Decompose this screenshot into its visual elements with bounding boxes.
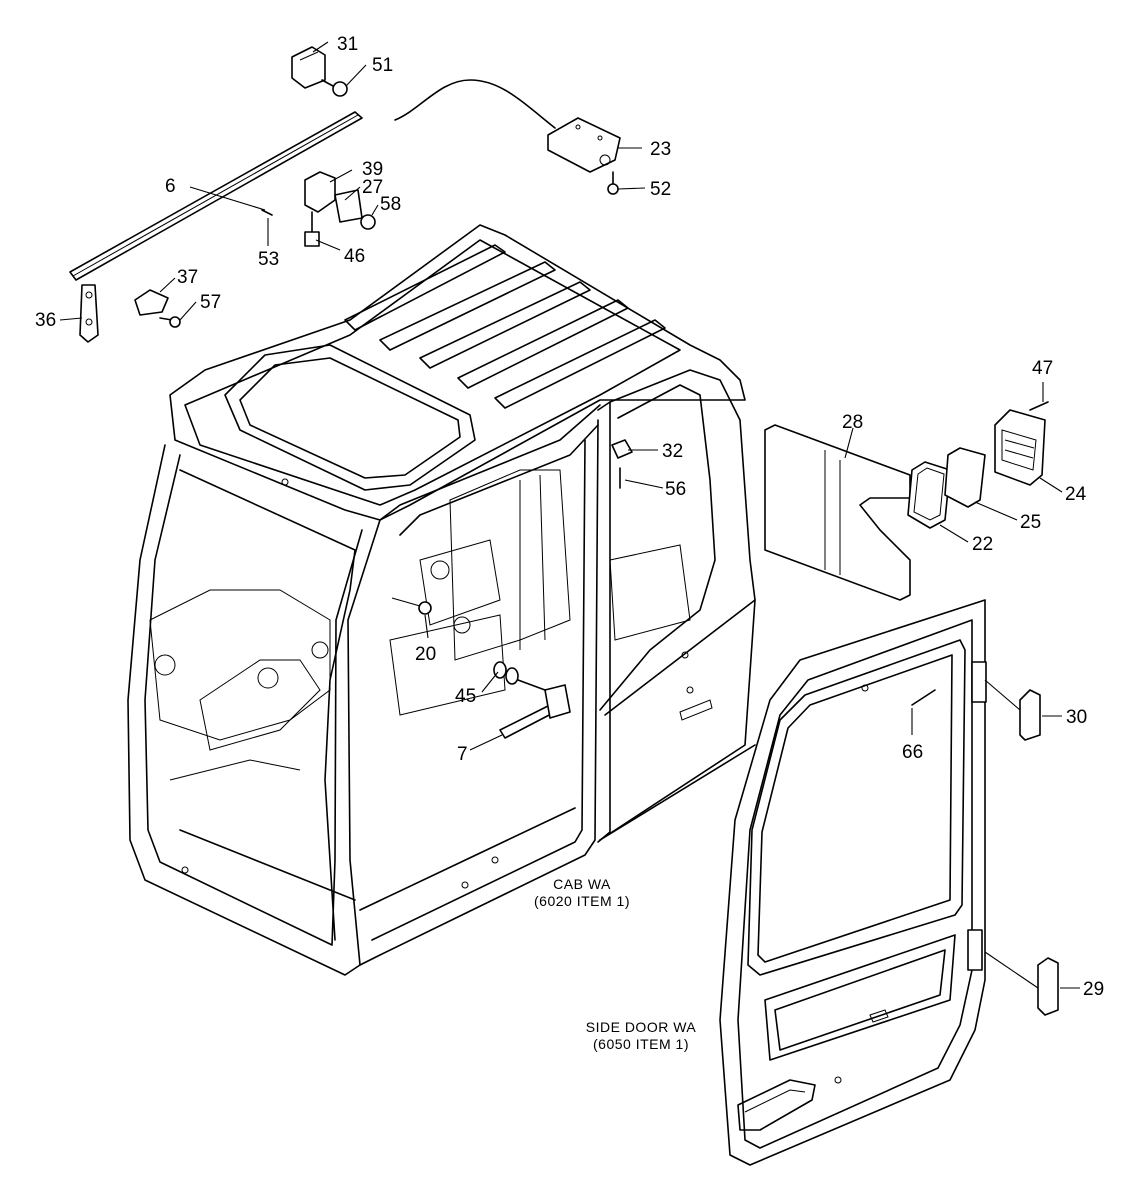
side-door	[719, 599, 987, 1166]
part-47-bolt	[1029, 401, 1049, 411]
callout-22: 22	[972, 534, 993, 555]
callout-57: 57	[200, 292, 221, 313]
part-52-screw	[607, 171, 619, 195]
door-caption-line2: (6050 ITEM 1)	[593, 1036, 689, 1052]
part-37-plate	[134, 289, 169, 316]
callout-20: 20	[415, 644, 436, 665]
door-caption-line1: SIDE DOOR WA	[586, 1019, 697, 1035]
callout-6: 6	[165, 176, 176, 197]
part-20-nut	[418, 601, 432, 615]
part-23-box	[394, 79, 621, 173]
callout-23: 23	[650, 139, 671, 160]
callout-53: 53	[258, 249, 279, 270]
part-58-nut	[360, 214, 376, 230]
callout-7: 7	[457, 744, 468, 765]
callout-25: 25	[1020, 512, 1041, 533]
part-57-screw	[159, 316, 181, 328]
part-6-rail	[69, 111, 363, 281]
part-24-filter	[994, 409, 1046, 486]
callout-27: 27	[362, 177, 383, 198]
callout-36: 36	[35, 310, 56, 331]
part-31-bracket	[291, 46, 326, 89]
assembly-captions: CAB WA (6020 ITEM 1) SIDE DOOR WA (6050 …	[534, 876, 696, 1052]
callout-66: 66	[902, 742, 923, 763]
callout-46: 46	[344, 246, 365, 267]
callout-52: 52	[650, 179, 671, 200]
callout-29: 29	[1083, 979, 1104, 1000]
cab-caption-line1: CAB WA	[553, 876, 611, 892]
part-32-clip	[611, 439, 633, 459]
callout-32: 32	[662, 441, 683, 462]
callout-24: 24	[1065, 484, 1087, 505]
callout-47: 47	[1032, 358, 1053, 379]
part-22-seal	[907, 461, 951, 529]
part-66-screw	[911, 689, 936, 706]
part-45-washers	[493, 661, 546, 691]
part-25-seal	[944, 447, 986, 508]
callout-28: 28	[842, 412, 863, 433]
callout-58: 58	[380, 194, 401, 215]
callout-56: 56	[665, 479, 686, 500]
part-30-pad	[1019, 689, 1041, 741]
part-36-strap	[79, 284, 99, 343]
cab-caption-line2: (6020 ITEM 1)	[534, 893, 630, 909]
part-46-bolt	[304, 211, 320, 247]
cab-frame	[127, 224, 756, 976]
callout-39: 39	[362, 159, 383, 180]
callout-45: 45	[455, 686, 476, 707]
callout-31: 31	[337, 34, 358, 55]
part-53-pin	[261, 209, 273, 216]
callout-37: 37	[177, 267, 198, 288]
callout-labels: 31 51 23 52 6 53 39 27 58 46 37 57 36 47…	[35, 34, 1104, 1000]
part-22-seal-inner	[913, 467, 945, 521]
callout-30: 30	[1066, 707, 1087, 728]
callout-51: 51	[372, 55, 393, 76]
part-51-nut	[321, 79, 348, 97]
part-28-panel	[764, 424, 911, 601]
part-29-pad	[1037, 957, 1059, 1016]
leader-lines	[59, 41, 1080, 989]
part-7-striker	[499, 684, 571, 739]
